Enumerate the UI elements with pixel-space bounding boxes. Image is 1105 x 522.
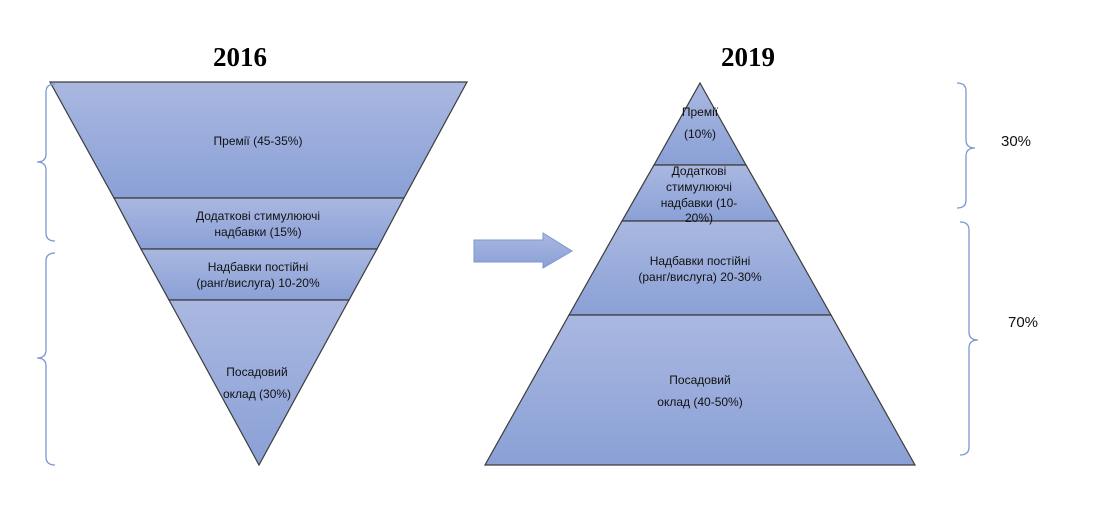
title-2016: 2016 — [213, 42, 267, 72]
label-permanent-2016-line2: (ранг/вислуга) 10-20% — [196, 276, 320, 290]
band-permanent-allowances-2019 — [567, 220, 833, 316]
band-incentives-2016 — [113, 197, 405, 250]
brace-upper-2016 — [36, 83, 56, 242]
label-permanent-2016: Надбавки постійні — [208, 260, 309, 274]
band-permanent-allowances-2016 — [139, 248, 379, 301]
label-incentives-2016-line2: надбавки (15%) — [214, 225, 301, 239]
band-base-salary-2016 — [167, 299, 351, 467]
label-bonuses-2019-line2: (10%) — [684, 127, 716, 141]
label-salary-2016-line2: оклад (30%) — [223, 387, 291, 401]
label-incentives-2019-line2: стимулюючі — [666, 180, 732, 194]
label-salary-2016: Посадовий — [226, 365, 287, 379]
label-salary-2019: Посадовий — [669, 373, 730, 387]
brace-upper-2019 — [956, 82, 976, 209]
group-label-70: 70% — [1008, 314, 1038, 331]
label-incentives-2019-line3: надбавки (10- — [661, 196, 738, 210]
inverted-pyramid-2016: Премії (45-35%) Додаткові стимулюючі над… — [48, 81, 469, 467]
brace-lower-2016 — [36, 252, 56, 466]
label-permanent-2019: Надбавки постійні — [650, 254, 751, 268]
arrow-right-icon — [473, 232, 573, 269]
band-base-salary-2019 — [483, 314, 917, 466]
pyramid-2019: Премії (10%) Додаткові стимулюючі надбав… — [483, 81, 917, 466]
title-2019: 2019 — [721, 42, 775, 72]
band-bonuses-2019 — [652, 81, 748, 166]
label-salary-2019-line2: оклад (40-50%) — [657, 395, 742, 409]
brace-lower-2019 — [959, 221, 979, 456]
label-bonuses-2019: Премії — [682, 105, 719, 119]
label-incentives-2019-line4: 20%) — [685, 211, 713, 225]
label-bonuses-2016: Премії (45-35%) — [214, 134, 303, 148]
label-incentives-2019: Додаткові — [672, 164, 727, 178]
label-incentives-2016: Додаткові стимулюючі — [196, 209, 320, 223]
label-permanent-2019-line2: (ранг/вислуга) 20-30% — [638, 270, 762, 284]
group-label-30: 30% — [1001, 133, 1031, 150]
